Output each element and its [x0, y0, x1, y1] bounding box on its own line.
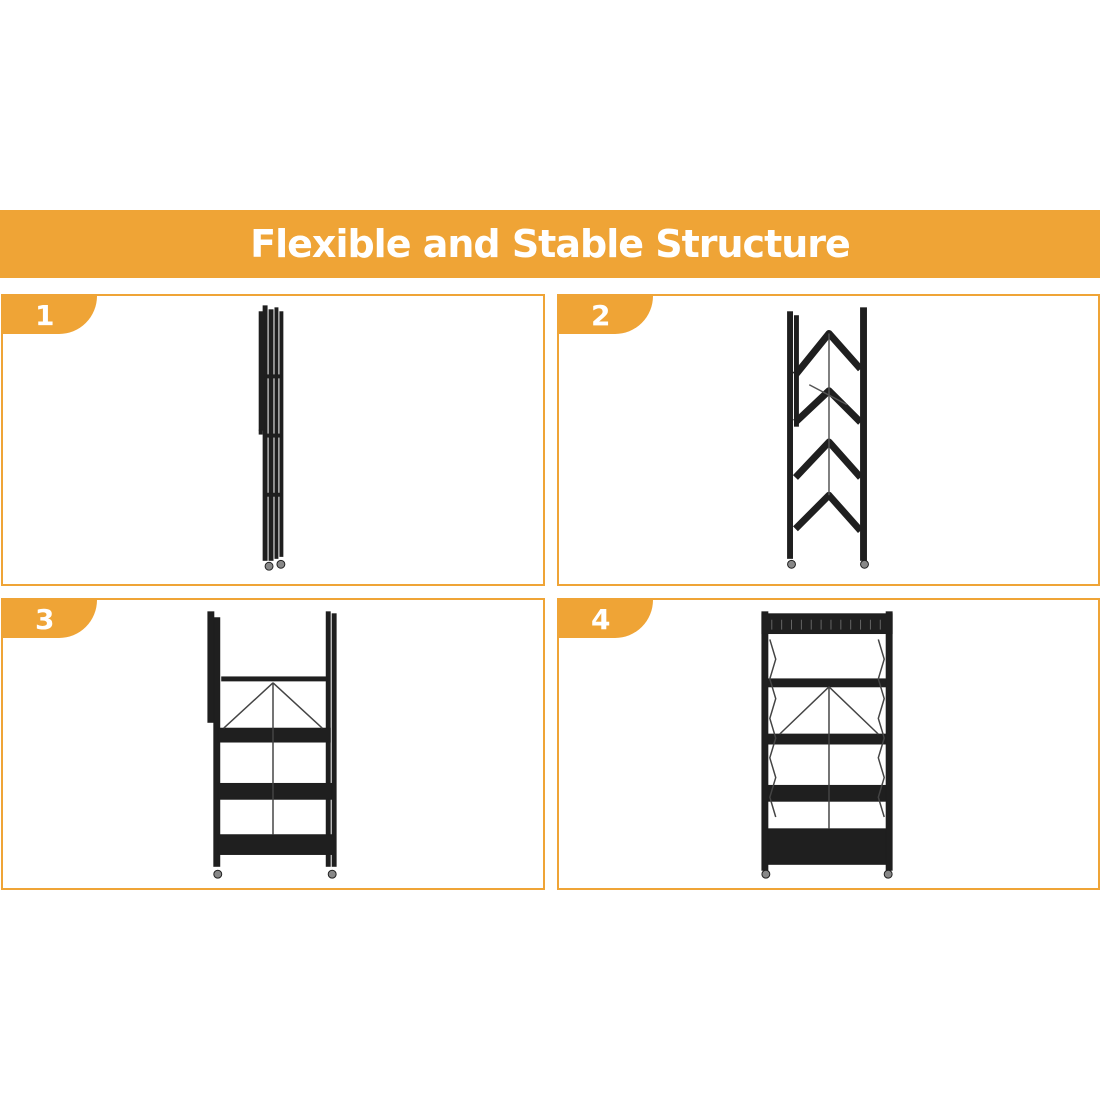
step-panel-2: 2 — [557, 294, 1100, 586]
step-number-tab: 1 — [3, 296, 97, 334]
shelf-mostly-open-icon — [207, 611, 337, 879]
step-panel-4: 4 — [557, 598, 1100, 890]
banner-title: Flexible and Stable Structure — [250, 222, 851, 266]
step-number-tab: 4 — [559, 600, 653, 638]
step-number: 1 — [35, 298, 55, 332]
step-number: 4 — [591, 602, 611, 636]
step-panel-3: 3 — [1, 598, 545, 890]
title-banner: Flexible and Stable Structure — [0, 210, 1100, 278]
step-number: 2 — [591, 298, 611, 332]
shelf-folded-icon — [258, 305, 286, 571]
shelf-half-open-icon — [787, 307, 869, 569]
step-panel-1: 1 — [1, 294, 545, 586]
step-number: 3 — [35, 602, 55, 636]
shelf-fully-open-icon — [761, 611, 893, 879]
